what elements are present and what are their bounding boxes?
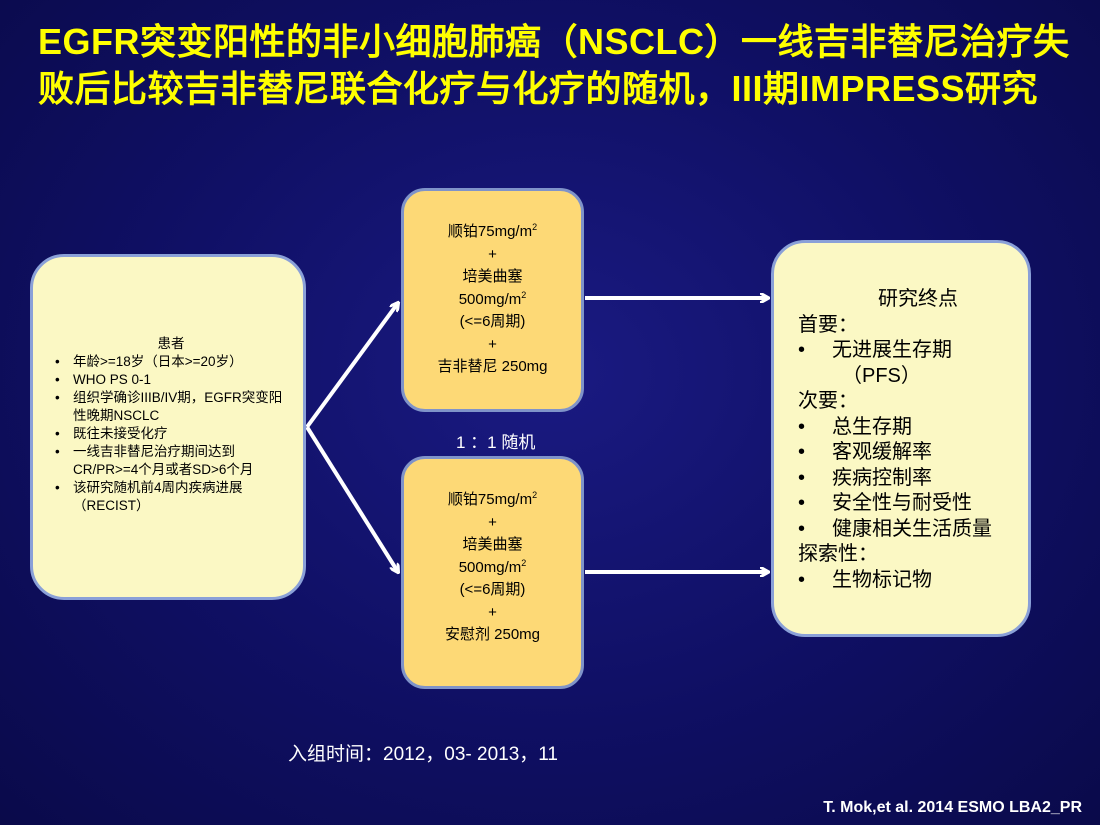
- arm2-pemetrexed: 培美曲塞: [462, 536, 523, 553]
- arm1-cycles: (<=6周期): [459, 313, 526, 330]
- endpoints-heading: 研究终点: [878, 288, 958, 310]
- secondary-endpoint: 总生存期: [798, 415, 1018, 441]
- patients-criterion: 组织学确诊IIIB/IV期，EGFR突变阳性晚期NSCLC: [55, 389, 291, 425]
- secondary-endpoint: 健康相关生活质量: [798, 517, 1018, 543]
- arrow-to-arm2: [305, 425, 398, 572]
- primary-endpoint-abbr: （PFS）: [842, 364, 921, 387]
- arm1-pemetrexed: 培美曲塞: [462, 268, 523, 285]
- patients-heading: 患者: [157, 336, 185, 351]
- arm2-plus: +: [488, 513, 497, 531]
- patients-criterion: 该研究随机前4周内疾病进展（RECIST）: [55, 479, 291, 515]
- arm1-box: 顺铂75mg/m2 + 培美曲塞 500mg/m2 (<=6周期) + 吉非替尼…: [401, 188, 584, 412]
- patients-criterion: 年龄>=18岁（日本>=20岁）: [55, 353, 291, 371]
- arm2-cycles: (<=6周期): [459, 581, 526, 598]
- exploratory-endpoint: 生物标记物: [798, 568, 1018, 594]
- arm2-box: 顺铂75mg/m2 + 培美曲塞 500mg/m2 (<=6周期) + 安慰剂 …: [401, 456, 584, 689]
- arm1-pemetrexed-dose: 500mg/m2: [458, 289, 527, 308]
- arm2-placebo: 安慰剂 250mg: [444, 626, 541, 643]
- arrow-to-arm1: [305, 303, 398, 429]
- patients-criterion: 一线吉非替尼治疗期间达到CR/PR>=4个月或者SD>6个月: [55, 443, 291, 479]
- secondary-endpoint: 安全性与耐受性: [798, 491, 1018, 517]
- arm1-cisplatin: 顺铂75mg/m2: [447, 222, 538, 241]
- enrollment-period: 入组时间：2012，03- 2013，11: [288, 744, 558, 765]
- randomization-ratio: 1 ：1 随机: [456, 433, 536, 452]
- primary-label: 首要：: [798, 313, 858, 336]
- slide-title: EGFR突变阳性的非小细胞肺癌（NSCLC）一线吉非替尼治疗失败后比较吉非替尼联…: [38, 21, 1070, 109]
- arm2-pemetrexed-dose: 500mg/m2: [458, 557, 527, 576]
- secondary-endpoint: 客观缓解率: [798, 440, 1018, 466]
- patients-criterion: 既往未接受化疗: [55, 425, 291, 443]
- arm1-plus: +: [488, 245, 497, 263]
- endpoints-box: 研究终点 首要： 无进展生存期 （PFS） 次要： 总生存期 客观缓解率 疾病控…: [771, 240, 1031, 637]
- arm1-gefitinib: 吉非替尼 250mg: [437, 358, 548, 375]
- secondary-endpoint: 疾病控制率: [798, 466, 1018, 492]
- arm2-plus: +: [488, 603, 497, 621]
- citation: T. Mok,et al. 2014 ESMO LBA2_PR: [823, 799, 1082, 816]
- arm1-plus: +: [488, 335, 497, 353]
- primary-endpoint: 无进展生存期: [798, 338, 1018, 364]
- patients-box: 患者 年龄>=18岁（日本>=20岁） WHO PS 0-1 组织学确诊IIIB…: [30, 254, 306, 600]
- patients-criterion: WHO PS 0-1: [55, 371, 291, 389]
- secondary-label: 次要：: [798, 390, 858, 412]
- exploratory-label: 探索性：: [798, 543, 878, 565]
- patients-criteria-list: 年龄>=18岁（日本>=20岁） WHO PS 0-1 组织学确诊IIIB/IV…: [51, 353, 291, 515]
- arm2-cisplatin: 顺铂75mg/m2: [447, 490, 538, 509]
